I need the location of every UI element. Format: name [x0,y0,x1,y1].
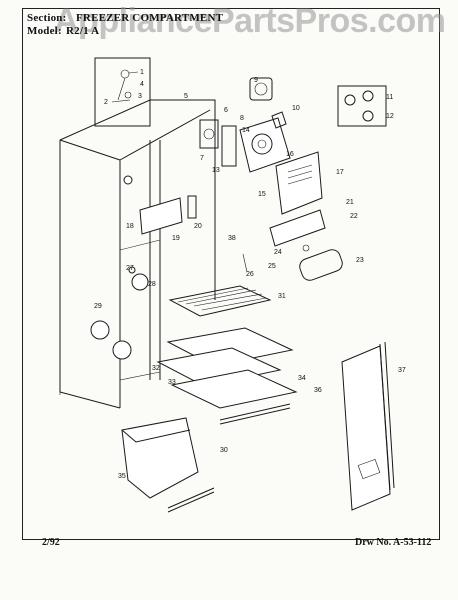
callout-16: 16 [286,151,294,158]
callout-13: 13 [212,167,220,174]
callout-28: 28 [148,281,156,288]
callout-18: 18 [126,223,134,230]
callout-25: 25 [268,263,276,270]
callout-38: 38 [228,235,236,242]
callout-30: 30 [220,447,228,454]
callout-34: 34 [298,375,306,382]
callout-20: 20 [194,223,202,230]
callout-33: 33 [168,379,176,386]
section-label: Section: [27,12,67,24]
callout-4: 4 [140,81,144,88]
wire-shelf [168,285,272,317]
callout-26: 26 [246,271,254,278]
callout-31: 31 [278,293,286,300]
callout-36: 36 [314,387,322,394]
callout-37: 37 [398,367,406,374]
model-label: Model: [27,25,62,37]
inset-detail [94,57,151,127]
callout-11: 11 [386,94,393,101]
callout-22: 22 [350,213,358,220]
callout-15: 15 [258,191,266,198]
control-knobs [337,85,387,127]
control-bracket [242,209,343,281]
watermark: AppliancePartsPros.com [54,2,446,40]
glass-shelves [156,327,298,425]
callout-24: 24 [274,249,282,256]
callout-9: 9 [254,77,258,84]
freezer-cabinet [59,99,216,409]
callout-14: 14 [242,127,250,134]
callout-8: 8 [240,115,244,122]
callout-32: 32 [152,365,160,372]
callout-27: 27 [126,265,134,272]
diagram-frame [22,8,440,540]
fan-motor-assembly [199,77,291,173]
callout-5: 5 [184,93,188,100]
evaporator-cover [275,151,323,215]
callout-19: 19 [172,235,180,242]
callout-labels: 1 2 3 4 5 6 7 8 9 10 11 12 13 14 15 16 1… [94,69,406,480]
callout-12: 12 [386,113,394,120]
callout-2: 2 [104,99,108,106]
drawing-number: Drw No. A-53-112 [355,537,432,548]
freezer-bin [121,417,215,513]
callout-29: 29 [94,303,102,310]
light-housing [139,195,197,235]
callout-23: 23 [356,257,364,264]
callout-7: 7 [200,155,204,162]
callout-21: 21 [346,199,354,206]
callout-35: 35 [118,473,126,480]
section-title: FREEZER COMPARTMENT [76,12,224,24]
callout-10: 10 [292,105,300,112]
model-value: R2/1 A [66,25,100,37]
side-panel [341,341,395,511]
callout-17: 17 [336,169,344,176]
footer-date: 2/92 [42,537,60,548]
callout-1: 1 [140,69,144,76]
callout-3: 3 [138,93,142,100]
callout-6: 6 [224,107,228,114]
fastener-details [90,175,149,360]
